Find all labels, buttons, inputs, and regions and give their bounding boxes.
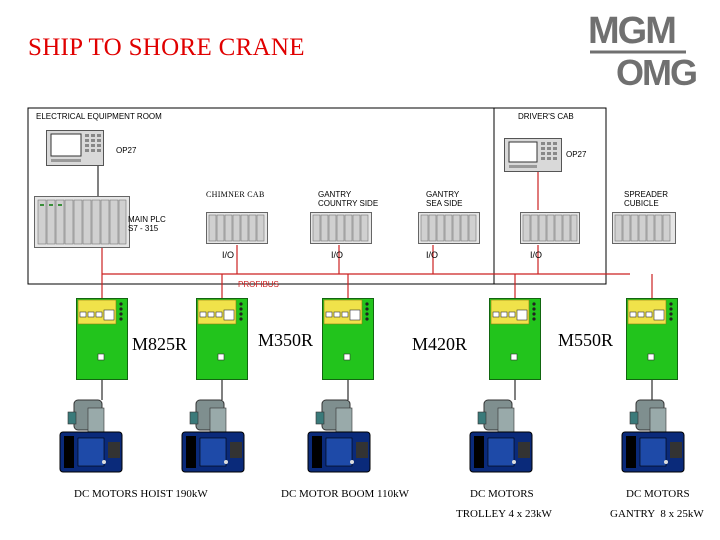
drive-label-gantry: M550R bbox=[558, 330, 614, 350]
io-label-4: I/O bbox=[530, 250, 543, 260]
io-label-2: I/O bbox=[331, 250, 344, 260]
operator-panel-icon bbox=[504, 138, 562, 172]
io-node-1-label: CHIMNER CAB bbox=[206, 190, 265, 199]
operator-panel-icon bbox=[46, 130, 104, 166]
profibus-label: PROFIBUS bbox=[238, 280, 279, 289]
dc-motor-icon bbox=[181, 399, 245, 473]
io-label-3: I/O bbox=[426, 250, 439, 260]
plc-model-label: S7 - 315 bbox=[128, 224, 159, 233]
company-logo: MGM OMG bbox=[586, 10, 698, 93]
dc-motor bbox=[618, 398, 698, 474]
dc-motor-icon bbox=[621, 399, 685, 473]
drive-unit-icon bbox=[76, 298, 128, 380]
io-rack-icon bbox=[520, 212, 580, 244]
io-label-1: I/O bbox=[222, 250, 235, 260]
io-node-3-label-line2: SEA SIDE bbox=[426, 199, 463, 208]
motor-caption-gantry-line1: DC MOTORS bbox=[626, 488, 690, 500]
motor-caption-trolley-line1: DC MOTORS bbox=[470, 488, 534, 500]
io-rack-icon bbox=[206, 212, 268, 244]
io-rack-2 bbox=[310, 212, 372, 244]
drive-unit bbox=[196, 298, 248, 380]
main-plc-rack bbox=[34, 196, 130, 248]
drive-label-boom: M350R bbox=[258, 330, 314, 350]
drive-label-trolley: M420R bbox=[412, 334, 468, 354]
drive-unit-icon bbox=[626, 298, 678, 380]
drivers-cab-box bbox=[493, 107, 607, 285]
logo-graphic bbox=[590, 50, 686, 54]
dc-motor bbox=[178, 398, 258, 474]
io-node-3-label-line1: GANTRY bbox=[426, 190, 460, 199]
plc-name-label: MAIN PLC bbox=[128, 215, 166, 224]
logo-text-mgm: MGM bbox=[588, 10, 677, 52]
dc-motor-icon bbox=[307, 399, 371, 473]
drive-unit-icon bbox=[322, 298, 374, 380]
drive-unit-icon bbox=[196, 298, 248, 380]
io-rack-4-cab bbox=[520, 212, 580, 244]
drive-unit bbox=[322, 298, 374, 380]
io-node-4-label-line1: SPREADER bbox=[624, 190, 669, 199]
motor-caption-gantry-line2: GANTRY 8 x 25kW bbox=[610, 508, 704, 520]
page-title: SHIP TO SHORE CRANE bbox=[28, 34, 305, 61]
logo-text-omg: OMG bbox=[616, 52, 698, 93]
drive-unit bbox=[626, 298, 678, 380]
dc-motor-icon bbox=[469, 399, 533, 473]
io-node-2-label-line1: GANTRY bbox=[318, 190, 352, 199]
io-rack-icon bbox=[612, 212, 676, 244]
drive-unit bbox=[489, 298, 541, 380]
drivers-cab-label: DRIVER'S CAB bbox=[518, 112, 574, 121]
io-node-2-label-line2: COUNTRY SIDE bbox=[318, 199, 379, 208]
io-rack-3 bbox=[418, 212, 480, 244]
op27-right-label: OP27 bbox=[566, 150, 587, 159]
drive-unit-icon bbox=[489, 298, 541, 380]
io-rack-1 bbox=[206, 212, 268, 244]
dc-motor-icon bbox=[59, 399, 123, 473]
dc-motor bbox=[304, 398, 384, 474]
drive-unit bbox=[76, 298, 128, 380]
op27-left-label: OP27 bbox=[116, 146, 137, 155]
operator-panel-right bbox=[504, 138, 562, 172]
dc-motor bbox=[466, 398, 546, 474]
plc-rack-icon bbox=[34, 196, 130, 248]
operator-panel-left bbox=[46, 130, 104, 166]
motor-caption-boom: DC MOTOR BOOM 110kW bbox=[281, 488, 410, 500]
io-rack-5-spreader bbox=[612, 212, 676, 244]
io-rack-icon bbox=[418, 212, 480, 244]
motor-caption-hoist: DC MOTORS HOIST 190kW bbox=[74, 488, 208, 500]
io-rack-icon bbox=[310, 212, 372, 244]
dc-motor bbox=[56, 398, 136, 474]
electrical-room-label: ELECTRICAL EQUIPMENT ROOM bbox=[36, 112, 162, 121]
drive-label-hoist: M825R bbox=[132, 334, 188, 354]
io-node-4-label-line2: CUBICLE bbox=[624, 199, 659, 208]
motor-caption-trolley-line2: TROLLEY 4 x 23kW bbox=[456, 508, 552, 520]
